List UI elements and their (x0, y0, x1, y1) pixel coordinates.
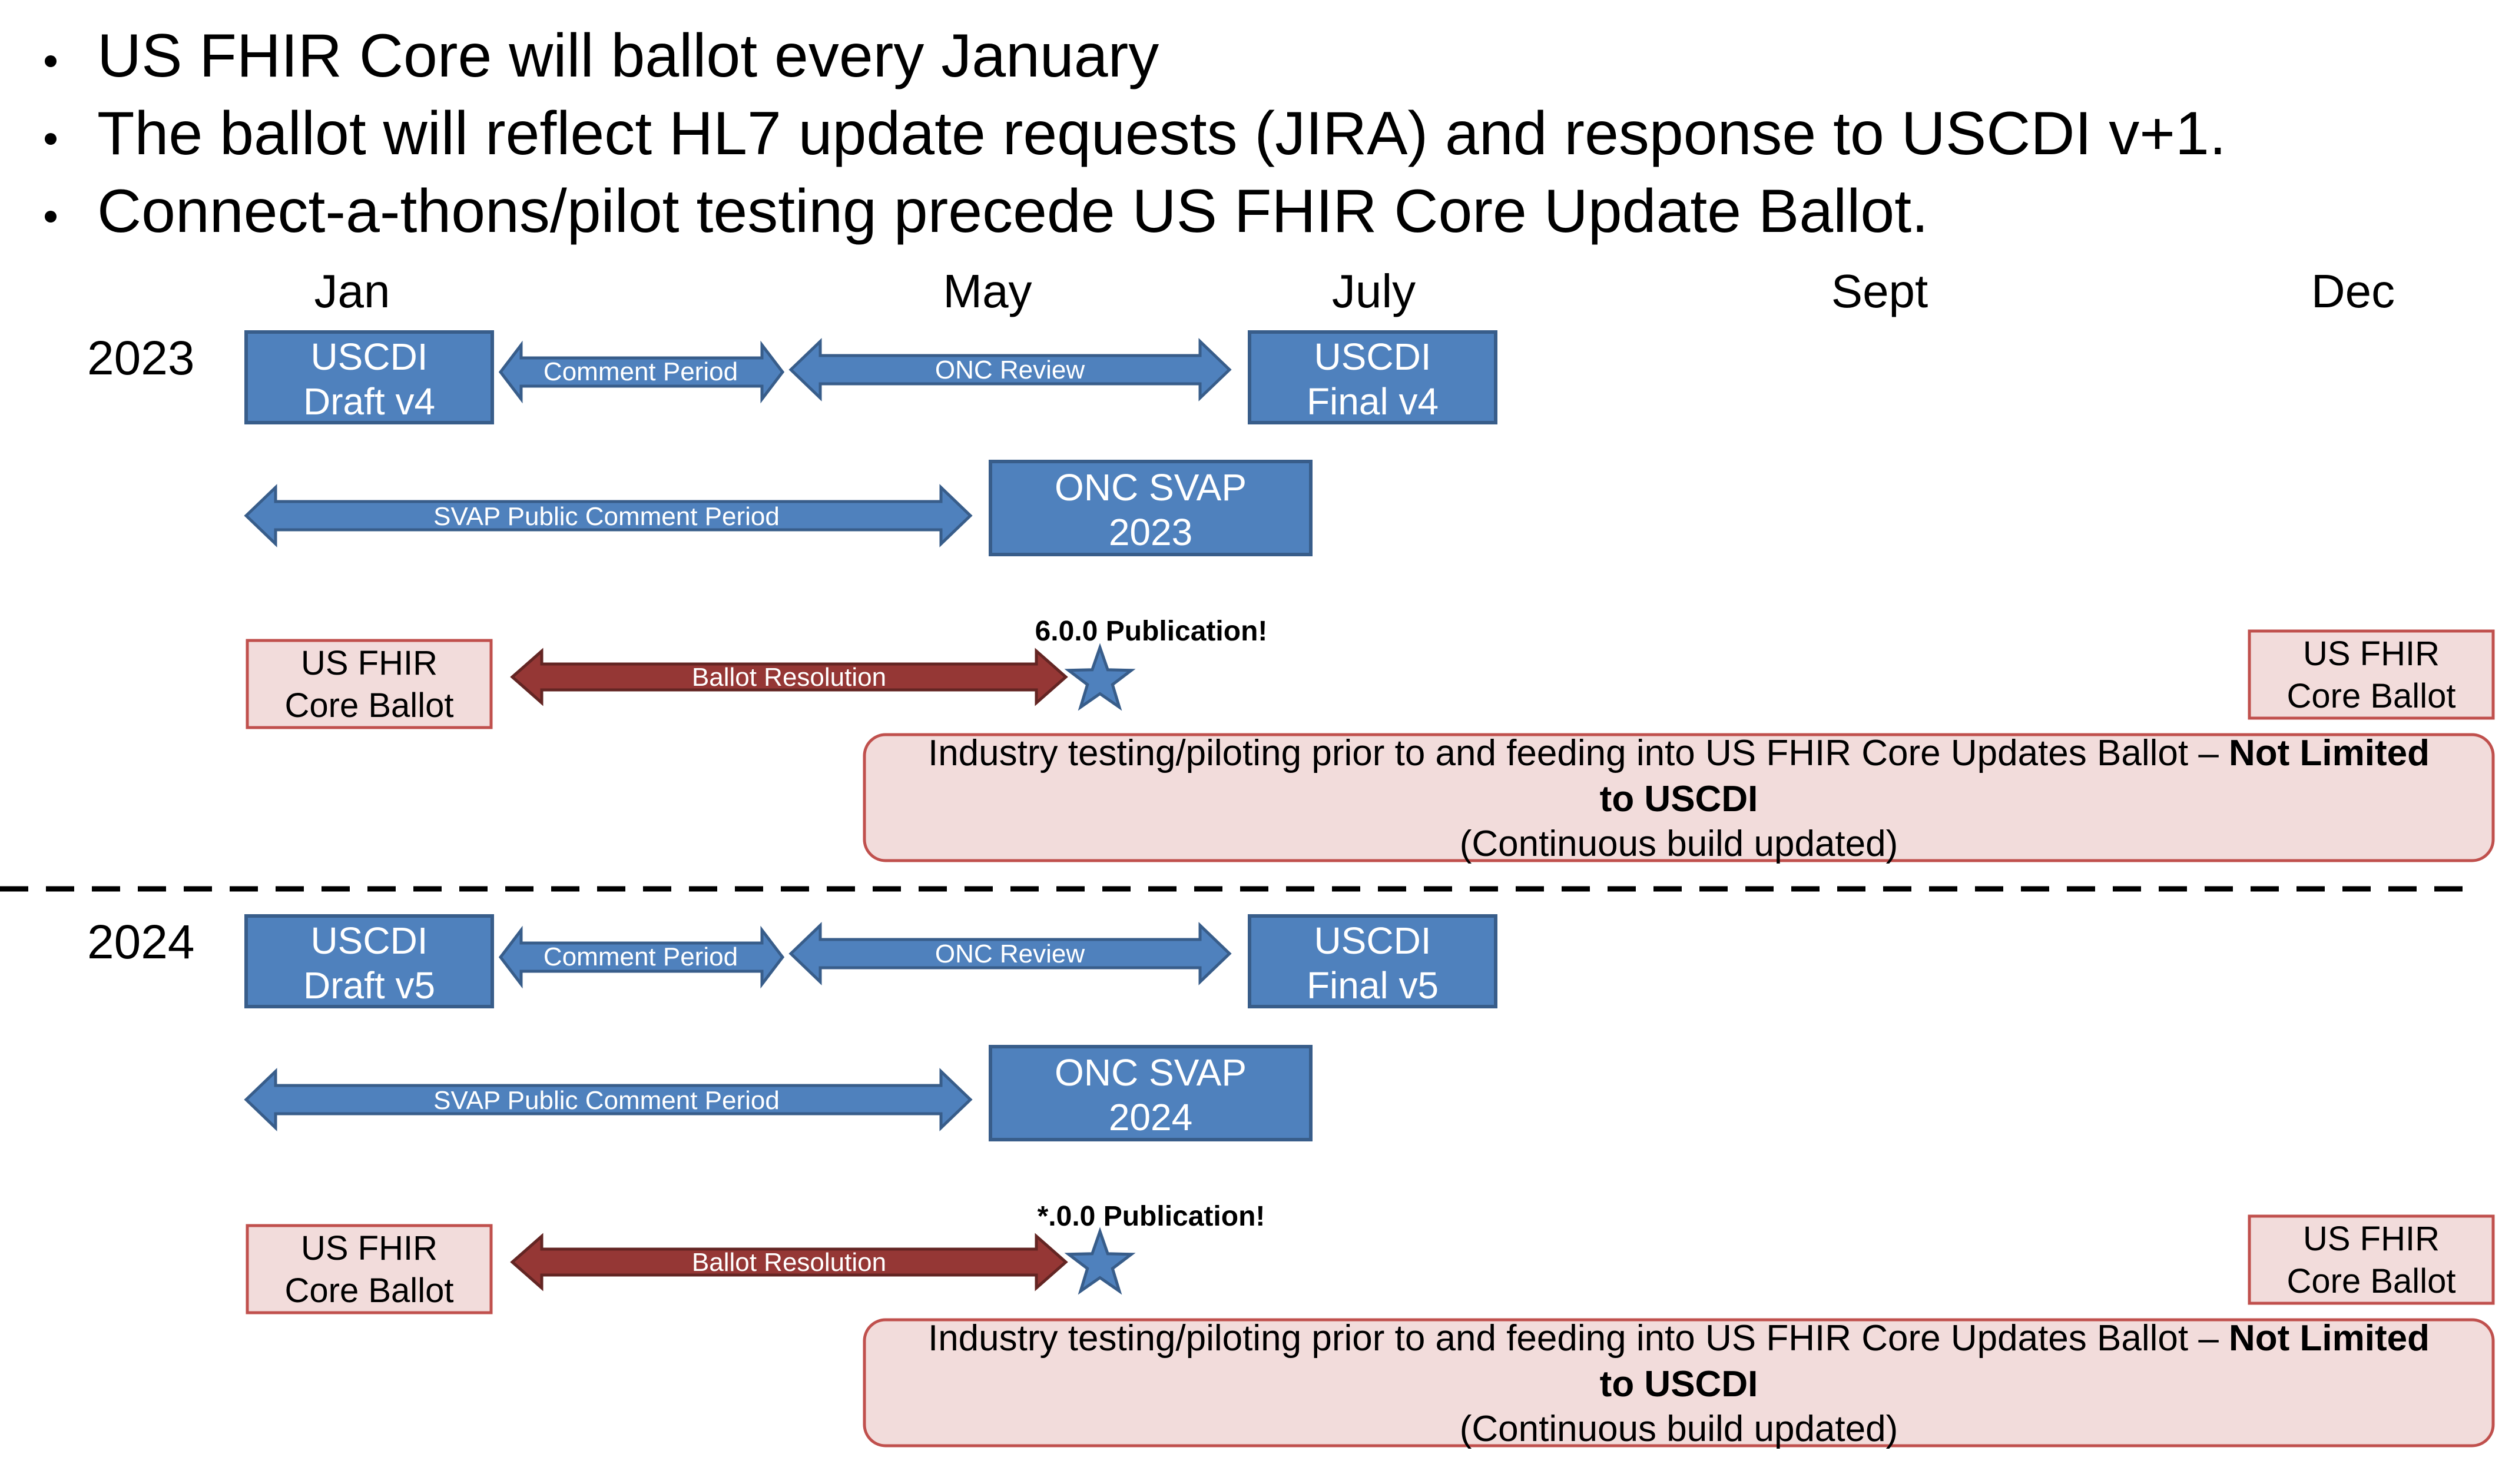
svg-text:ONC SVAP: ONC SVAP (1055, 1051, 1247, 1094)
svg-text:Industry testing/piloting prio: Industry testing/piloting prior to and f… (928, 733, 2430, 773)
svg-text:US FHIR: US FHIR (301, 1229, 438, 1267)
svg-text:Comment Period: Comment Period (544, 942, 738, 971)
svg-text:to USCDI: to USCDI (1600, 1364, 1758, 1405)
industry-testing-box: Industry testing/piloting prior to and f… (863, 1318, 2495, 1449)
svg-text:US FHIR: US FHIR (2303, 1220, 2440, 1258)
svg-text:Core Ballot: Core Ballot (285, 686, 454, 725)
month-header: Jan May July Sept Dec (314, 265, 2395, 317)
svg-text:Core Ballot: Core Ballot (2287, 677, 2456, 715)
uscdi-draft-box: USCDI Draft v5 (244, 914, 494, 1008)
onc-svap-box: ONC SVAP 2024 (989, 1045, 1313, 1141)
bullet-dot (45, 211, 57, 223)
star-icon (1069, 648, 1132, 707)
uscdi-final-box: USCDI Final v4 (1248, 330, 1497, 424)
svg-text:USCDI: USCDI (310, 919, 428, 962)
comment-period-arrow: Comment Period (498, 340, 785, 404)
ballot-resolution-arrow: Ballot Resolution (510, 1233, 1068, 1292)
comment-period-arrow: Comment Period (498, 925, 785, 989)
svg-text:Draft v5: Draft v5 (303, 964, 435, 1007)
onc-review-arrow: ONC Review (788, 922, 1232, 985)
svg-text:ONC SVAP: ONC SVAP (1055, 466, 1247, 509)
industry-testing-box: Industry testing/piloting prior to and f… (863, 733, 2495, 864)
star-icon (1069, 1231, 1132, 1291)
year-section-2024: 2024 USCDI Draft v5 Comment Period ONC R… (87, 914, 2495, 1449)
svg-text:Core Ballot: Core Ballot (285, 1271, 454, 1310)
core-ballot-box-start: US FHIR Core Ballot (246, 1224, 493, 1314)
svg-text:Final v5: Final v5 (1307, 964, 1439, 1007)
ballot-resolution-arrow: Ballot Resolution (510, 648, 1068, 706)
month-july: July (1332, 265, 1416, 317)
publication-label: *.0.0 Publication! (1038, 1201, 1265, 1232)
svg-text:USCDI: USCDI (1314, 919, 1431, 962)
month-may: May (943, 265, 1032, 317)
uscdi-draft-box: USCDI Draft v4 (244, 330, 494, 424)
year-section-2023: 2023 USCDI Draft v4 Comment Period ONC R… (87, 330, 2495, 864)
month-dec: Dec (2311, 265, 2395, 317)
svg-text:Industry testing/piloting prio: Industry testing/piloting prior to and f… (928, 1318, 2430, 1359)
svg-text:ONC Review: ONC Review (935, 356, 1085, 384)
month-jan: Jan (314, 265, 390, 317)
onc-svap-box: ONC SVAP 2023 (989, 460, 1313, 556)
bullet-1: US FHIR Core will ballot every January (97, 22, 1159, 90)
svg-text:ONC Review: ONC Review (935, 939, 1085, 968)
svg-text:USCDI: USCDI (1314, 336, 1431, 378)
svg-text:Ballot Resolution: Ballot Resolution (692, 1248, 886, 1277)
svg-text:Comment Period: Comment Period (544, 357, 738, 386)
bullet-3: Connect-a-thons/pilot testing precede US… (97, 177, 1928, 245)
core-ballot-box-end: US FHIR Core Ballot (2248, 629, 2495, 720)
svg-text:(Continuous build updated): (Continuous build updated) (1460, 824, 1898, 864)
svg-text:(Continuous build updated): (Continuous build updated) (1460, 1409, 1898, 1449)
uscdi-final-box: USCDI Final v5 (1248, 914, 1497, 1008)
core-ballot-box-end: US FHIR Core Ballot (2248, 1214, 2495, 1305)
core-ballot-box-start: US FHIR Core Ballot (246, 639, 493, 729)
year-label: 2023 (87, 331, 194, 385)
bullet-dot (45, 133, 57, 145)
svg-text:Draft v4: Draft v4 (303, 380, 435, 423)
svg-text:USCDI: USCDI (310, 336, 428, 378)
svg-text:to USCDI: to USCDI (1600, 779, 1758, 819)
year-label: 2024 (87, 915, 194, 969)
svg-text:Ballot Resolution: Ballot Resolution (692, 663, 886, 692)
svg-text:2024: 2024 (1109, 1096, 1192, 1138)
svg-text:2023: 2023 (1109, 511, 1192, 553)
svg-text:SVAP Public Comment Period: SVAP Public Comment Period (433, 502, 780, 531)
bullet-list: US FHIR Core will ballot every January T… (45, 22, 2226, 245)
svg-text:US FHIR: US FHIR (2303, 635, 2440, 673)
svg-text:SVAP Public Comment Period: SVAP Public Comment Period (433, 1086, 780, 1115)
bullet-2: The ballot will reflect HL7 update reque… (97, 99, 2226, 168)
svap-comment-arrow: SVAP Public Comment Period (244, 1068, 973, 1131)
month-sept: Sept (1831, 265, 1928, 317)
svg-text:US FHIR: US FHIR (301, 644, 438, 682)
bullet-dot (45, 55, 57, 67)
svap-comment-arrow: SVAP Public Comment Period (244, 484, 973, 547)
onc-review-arrow: ONC Review (788, 338, 1232, 401)
svg-text:Core Ballot: Core Ballot (2287, 1262, 2456, 1300)
publication-label: 6.0.0 Publication! (1035, 616, 1268, 647)
svg-text:Final v4: Final v4 (1307, 380, 1439, 423)
